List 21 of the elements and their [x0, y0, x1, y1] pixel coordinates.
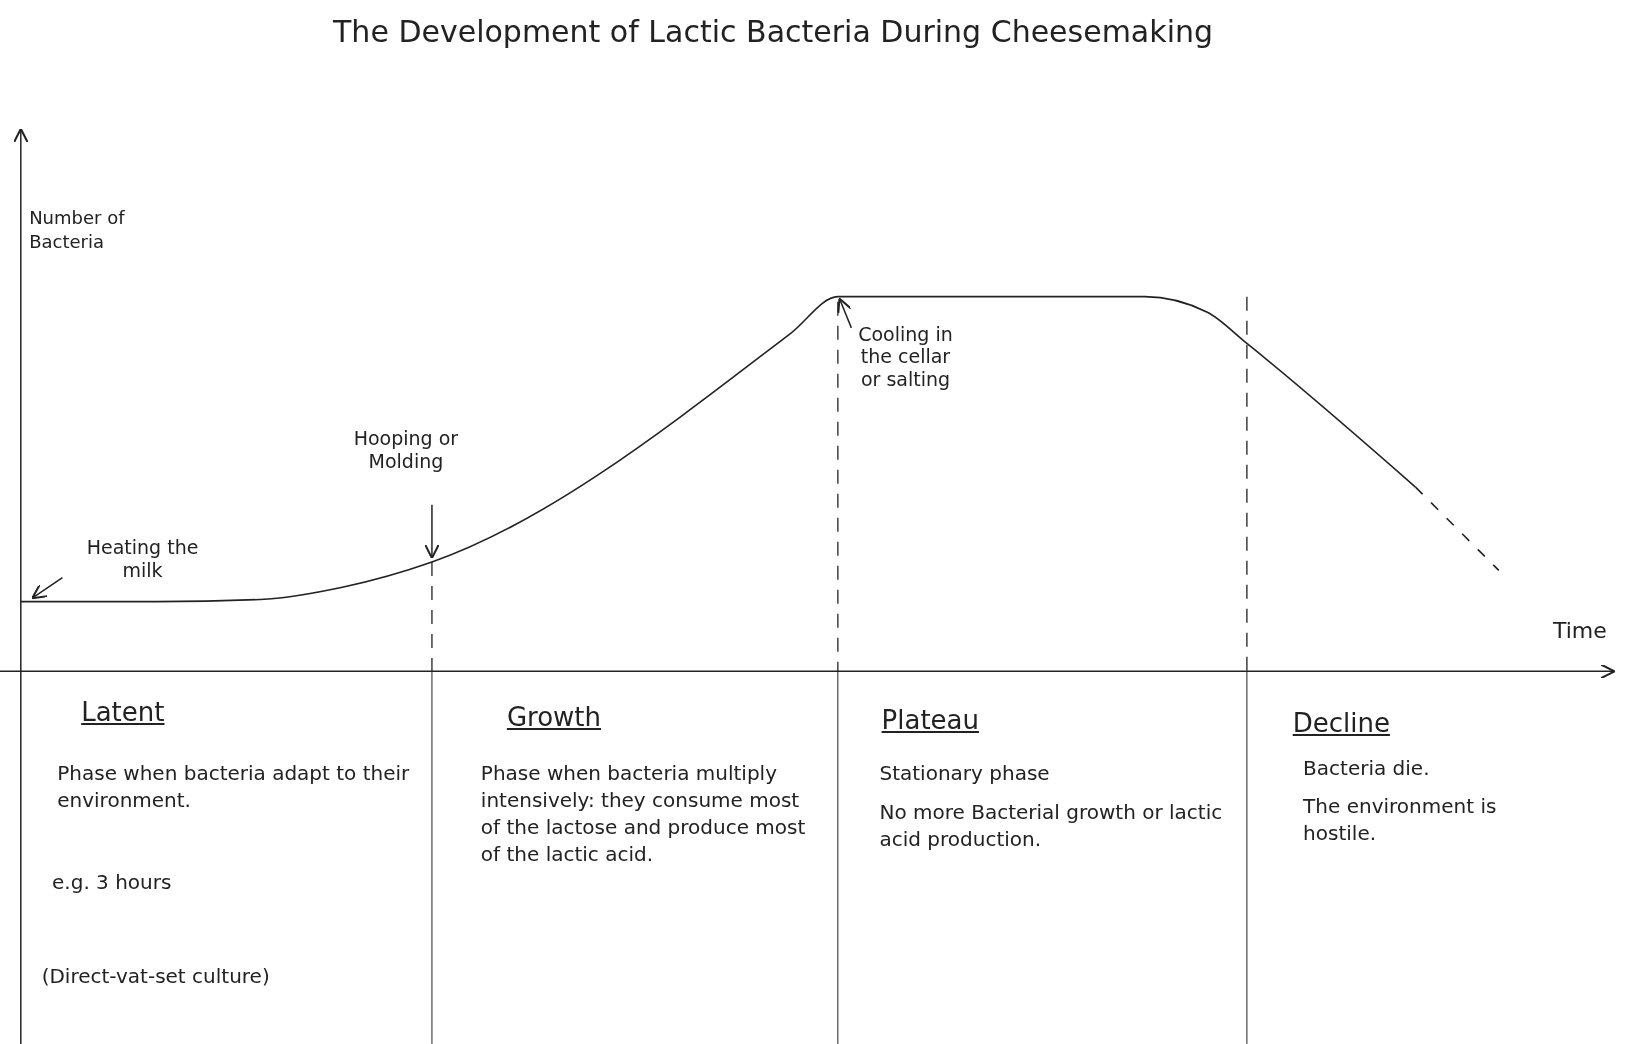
- title: The Development of Lactic Bacteria During Cheesemaking: [333, 13, 1214, 52]
- leader-arrow: [837, 297, 853, 329]
- phase-description: No more Bacterial growth or lactic acid production.: [879, 799, 1224, 854]
- axis-label: Time: [1552, 617, 1608, 646]
- leader-arrow: [31, 576, 64, 600]
- phase-heading: Latent: [81, 696, 166, 730]
- phase-heading: Decline: [1292, 706, 1391, 740]
- leader-arrow: [424, 504, 440, 560]
- axis-label: Number of Bacteria: [29, 206, 126, 255]
- phase-description: Phase when bacteria adapt to their environment.: [57, 759, 411, 814]
- note-text: e.g. 3 hours: [52, 869, 173, 897]
- phase-description: Stationary phase: [879, 759, 1051, 787]
- annotation-text: Cooling in the cellar or salting: [848, 322, 963, 392]
- phase-description: Bacteria die.: [1303, 754, 1431, 782]
- phase-heading: Growth: [506, 701, 602, 735]
- phase-description: Phase when bacteria multiply intensively: they consume most of the lactose and produce most of the lactic acid.: [480, 759, 807, 868]
- annotation-text: Heating the milk: [64, 536, 221, 582]
- phase-heading: Plateau: [881, 703, 980, 737]
- phase-description: The environment is hostile.: [1303, 793, 1498, 848]
- annotation-text: Hooping or Molding: [343, 426, 469, 473]
- note-text: (Direct-vat-set culture): [41, 962, 271, 990]
